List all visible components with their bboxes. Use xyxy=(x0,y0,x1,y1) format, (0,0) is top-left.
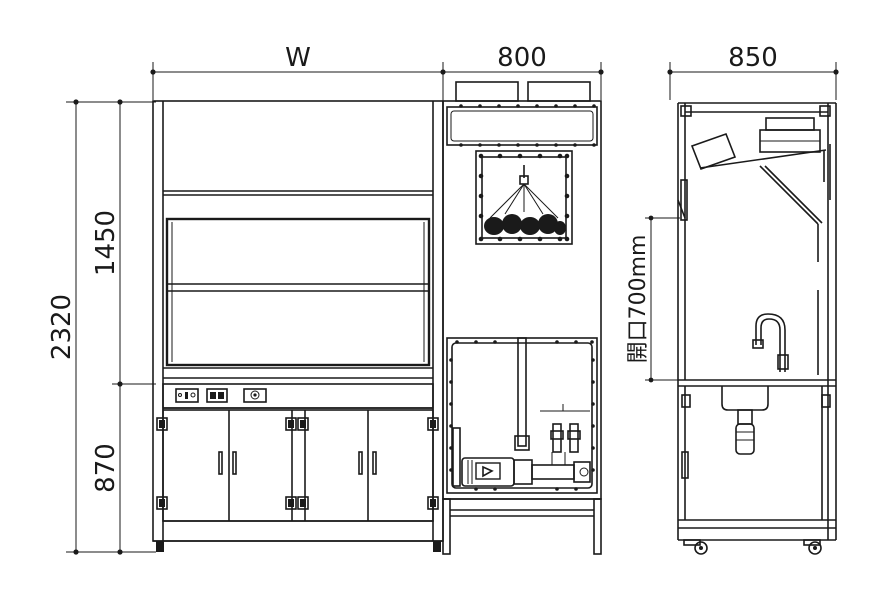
dimension-dot-icon xyxy=(648,377,654,383)
foot-icon xyxy=(156,541,164,552)
dimension-dot-icon xyxy=(833,69,839,75)
power-switch-icon xyxy=(175,388,199,403)
dimension-dot-icon xyxy=(117,381,123,387)
foot-icon xyxy=(433,541,441,552)
packing-media xyxy=(484,214,566,235)
dimension-lines xyxy=(66,62,839,555)
switch-panel-icon xyxy=(206,388,228,403)
dimension-dot-icon xyxy=(73,549,79,555)
hinge-icon xyxy=(156,417,439,510)
dimension-dot-icon xyxy=(667,69,673,75)
valve-icon xyxy=(550,423,581,453)
spray-nozzle-icon xyxy=(489,165,559,219)
depth-label: 850 xyxy=(728,43,778,73)
upper-height-label: 1450 xyxy=(91,210,121,276)
dimension-dot-icon xyxy=(150,69,156,75)
opening-label: 開口700mm xyxy=(626,235,651,364)
dial-icon xyxy=(243,388,267,403)
dimension-dot-icon xyxy=(648,215,654,221)
scrubber-width-label: 800 xyxy=(497,43,547,73)
dimension-dot-icon xyxy=(117,549,123,555)
sash-window xyxy=(165,217,431,367)
total-height-label: 2320 xyxy=(47,294,77,360)
caster-icon xyxy=(683,539,822,555)
lower-height-label: 870 xyxy=(91,443,121,493)
dimension-dot-icon xyxy=(117,99,123,105)
dimension-dot-icon xyxy=(598,69,604,75)
fume-hood-front xyxy=(152,100,444,552)
scrubber-front xyxy=(442,81,602,555)
width-label: W xyxy=(285,43,311,73)
dimension-dot-icon xyxy=(73,99,79,105)
faucet-icon xyxy=(752,313,789,372)
pump-icon xyxy=(461,452,591,487)
side-view xyxy=(677,102,837,555)
